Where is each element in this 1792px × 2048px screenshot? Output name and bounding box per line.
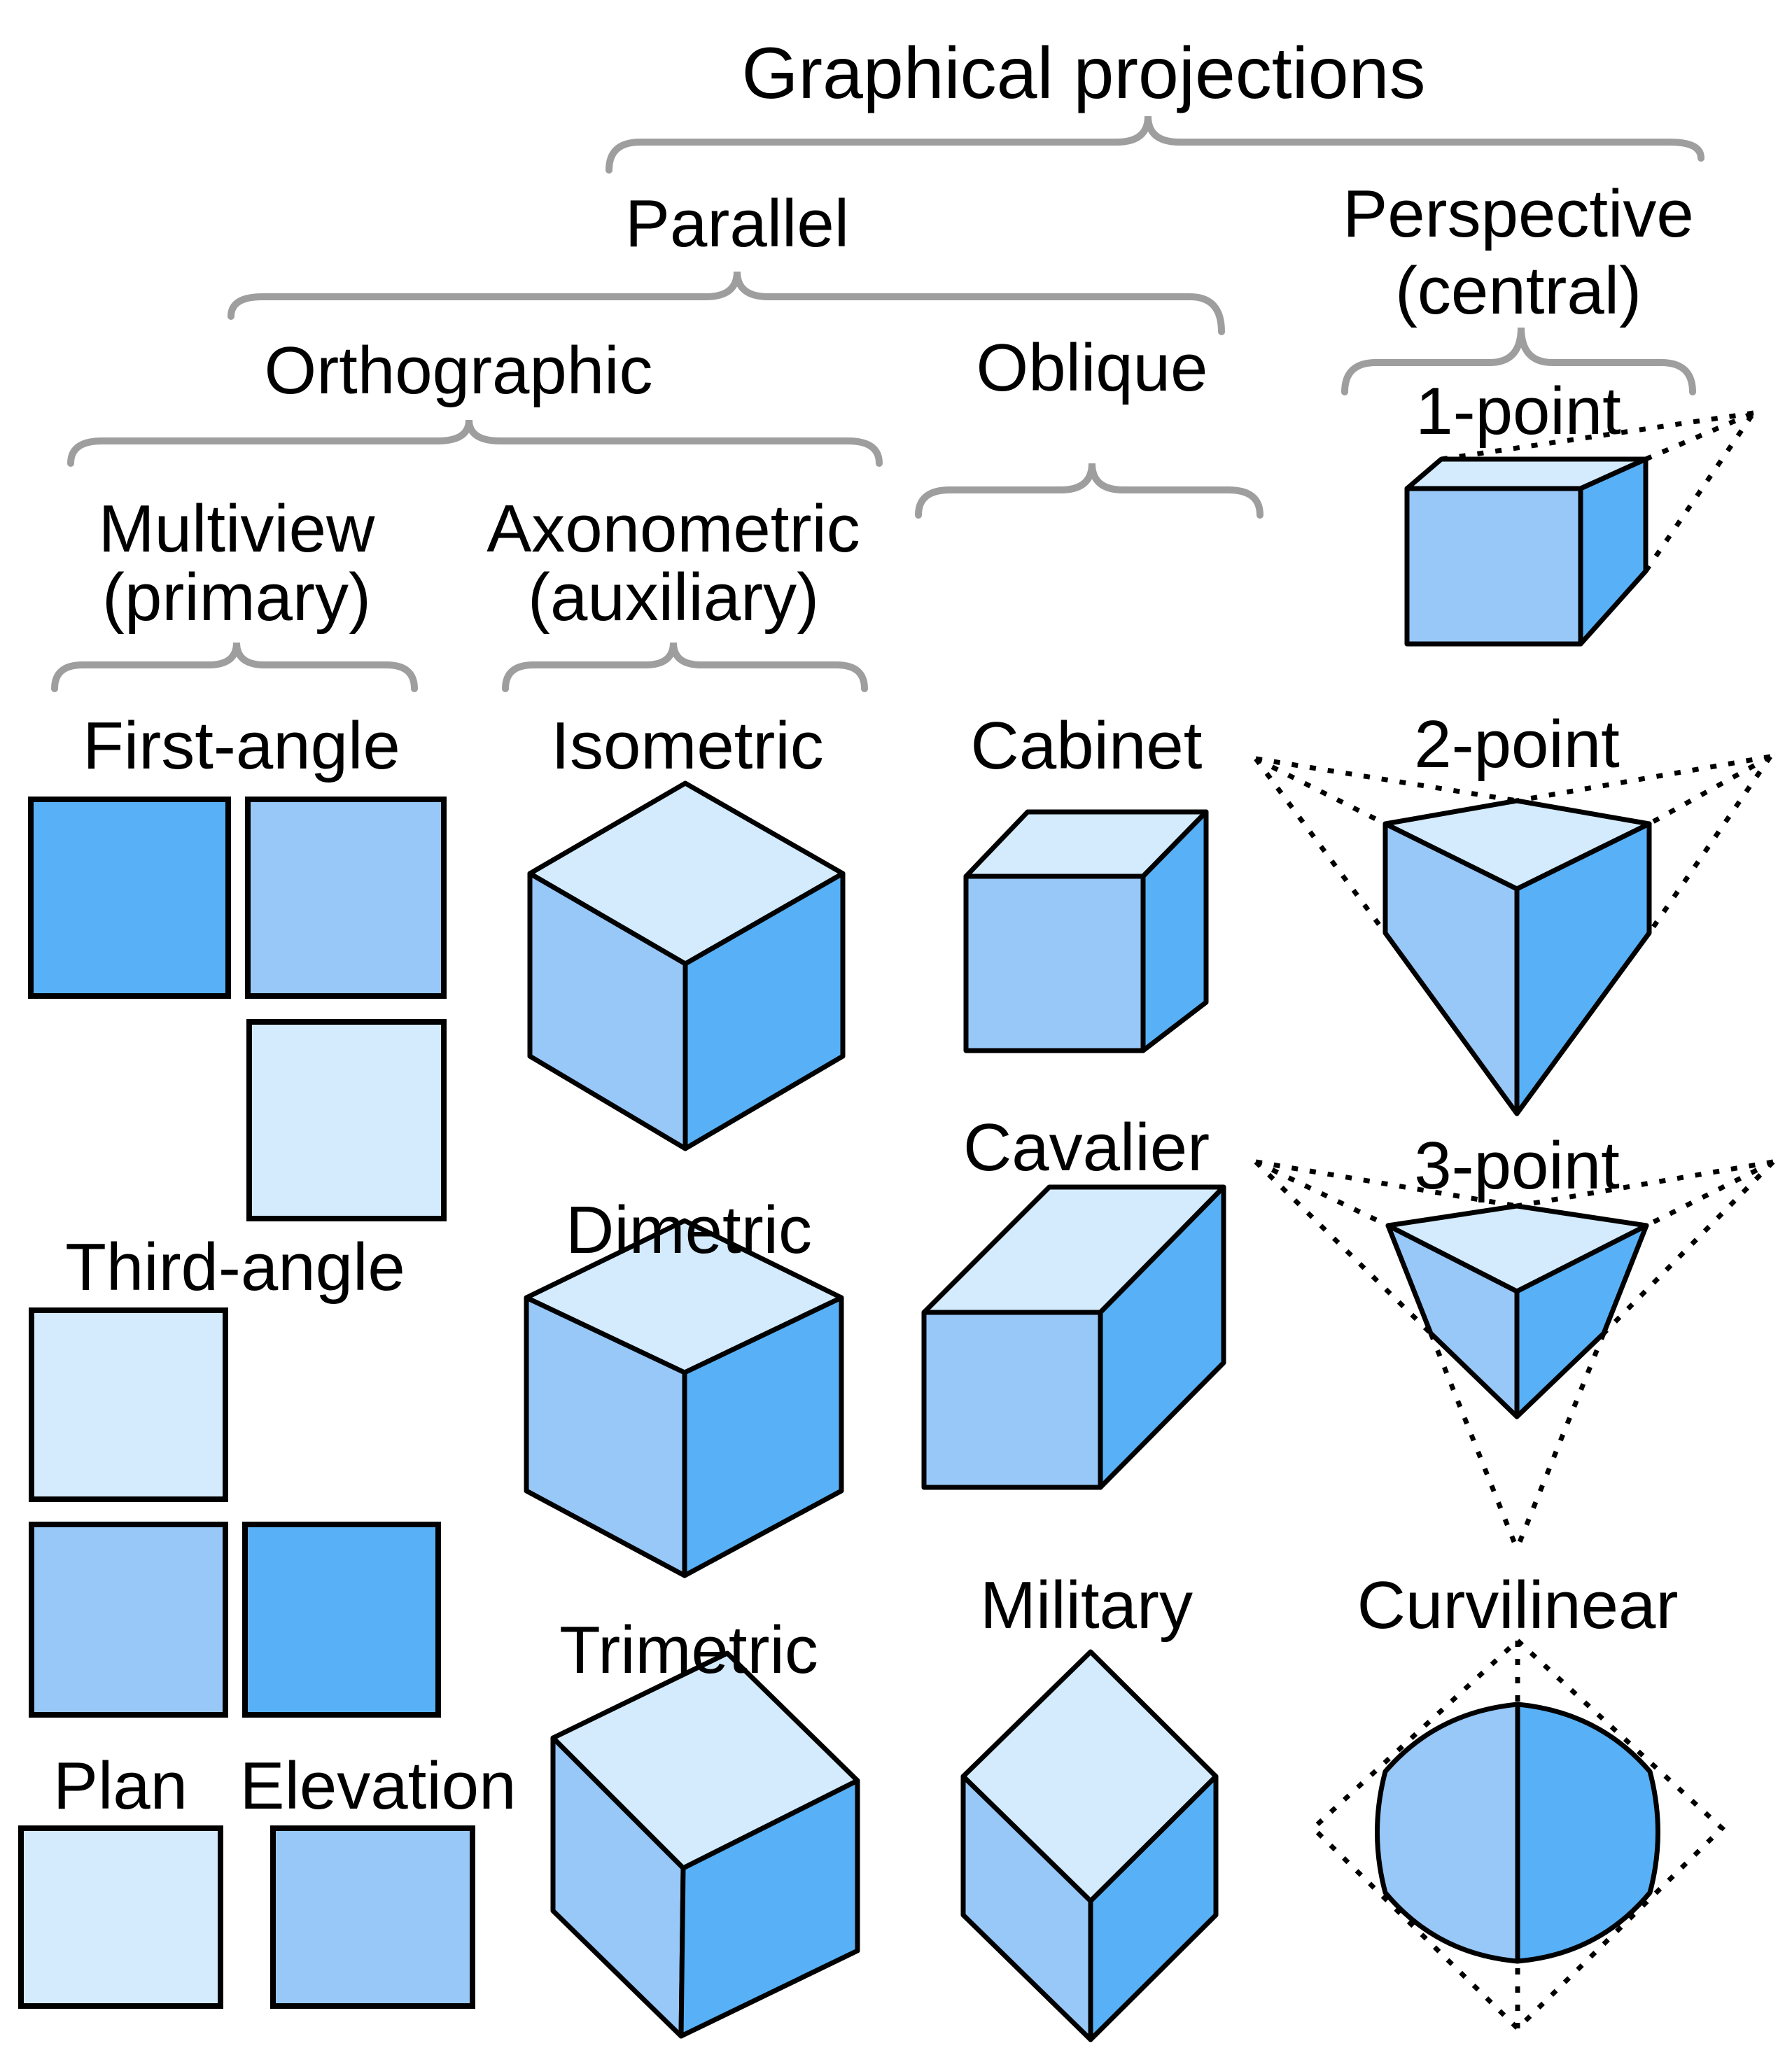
one-point-cube-side-face [1578, 456, 1648, 647]
label-axonometric: Axonometric [486, 491, 860, 566]
label-cavalier: Cavalier [963, 1110, 1210, 1185]
vanishing-line [1254, 1159, 1390, 1228]
two-point-cube [1382, 798, 1652, 1116]
label-cabinet: Cabinet [971, 708, 1203, 783]
cavalier-cube [921, 1184, 1226, 1490]
vanishing-line [1644, 412, 1756, 573]
elevation-view [270, 1825, 475, 2009]
vanishing-line [1516, 1159, 1774, 1209]
vanishing-line [1644, 410, 1755, 462]
curvilinear-guide-diamond [1309, 1637, 1726, 2032]
diagram-title: Graphical projections [742, 33, 1426, 114]
first-angle-views [28, 797, 447, 1221]
curvilinear-guide-lines [1309, 1637, 1726, 2032]
brace-axonometric [502, 642, 868, 692]
cabinet-cube-front-face [963, 874, 1146, 1053]
label-orthographic: Orthographic [265, 333, 653, 408]
vanishing-line [1516, 754, 1771, 804]
cabinet-cube [963, 809, 1209, 1053]
vanishing-line [1602, 1160, 1775, 1335]
first-angle-front-view [28, 797, 231, 999]
vanishing-line [1647, 755, 1772, 934]
military-cube-right-face [1088, 1774, 1219, 2042]
first-angle-top-view [246, 1019, 447, 1221]
labels: Graphical projections Parallel Perspecti… [53, 33, 1694, 1823]
label-plan: Plan [53, 1748, 188, 1823]
dimetric-cube-right-face [682, 1295, 844, 1578]
vanishing-line [1514, 1332, 1606, 1550]
curvilinear-left-half [1375, 1702, 1520, 1964]
two-point-cube-right-face [1514, 821, 1652, 1116]
label-two-point: 2-point [1414, 707, 1620, 782]
label-trimetric: Trimetric [559, 1613, 818, 1688]
braces [51, 115, 1704, 692]
vanishing-line [1255, 756, 1518, 804]
third-angle-views [29, 1307, 441, 1718]
trimetric-cube [550, 1650, 860, 2039]
three-point-cube [1385, 1203, 1649, 1419]
three-point-cube-right-face [1514, 1223, 1649, 1419]
label-multiview: Multiview [99, 491, 375, 566]
label-first-angle: First-angle [83, 708, 400, 783]
label-dimetric: Dimetric [566, 1193, 812, 1268]
third-angle-side-view [242, 1522, 441, 1718]
plan-view [18, 1825, 223, 2009]
cavalier-cube-side-face [1098, 1184, 1226, 1490]
brace-oblique [915, 463, 1264, 519]
one-point-cube [1404, 456, 1648, 647]
vanishing-line [1645, 1159, 1774, 1228]
curvilinear-right-half [1515, 1702, 1660, 1964]
isometric-cube-right-face [682, 871, 846, 1151]
cavalier-cube-front-face [921, 1310, 1103, 1490]
brace-graphical-projections [606, 115, 1704, 174]
label-three-point: 3-point [1414, 1128, 1620, 1203]
label-military: Military [980, 1568, 1193, 1643]
vanishing-line [1254, 756, 1387, 827]
one-point-vanishing-lines [1441, 410, 1756, 573]
label-perspective-sub: (central) [1395, 253, 1642, 328]
brace-perspective [1341, 327, 1696, 395]
brace-parallel [227, 271, 1225, 335]
label-parallel: Parallel [625, 186, 849, 261]
one-point-cube-front-face [1404, 486, 1583, 647]
curvilinear-figure [1375, 1702, 1660, 1964]
label-one-point: 1-point [1415, 374, 1621, 449]
label-multiview-sub: (primary) [102, 560, 371, 635]
vanishing-line [1255, 1159, 1518, 1209]
dimetric-cube [524, 1218, 844, 1578]
isometric-cube [527, 780, 846, 1151]
vanishing-line [1648, 754, 1772, 827]
label-oblique: Oblique [976, 330, 1208, 405]
label-axonometric-sub: (auxiliary) [528, 560, 819, 635]
three-point-vanishing-lines [1254, 1159, 1775, 1550]
vanishing-line [1254, 757, 1387, 935]
brace-multiview [51, 642, 418, 692]
label-third-angle: Third-angle [65, 1230, 405, 1305]
third-angle-front-view [29, 1522, 228, 1718]
brace-orthographic [67, 419, 883, 467]
cabinet-cube-side-face [1140, 809, 1209, 1053]
label-isometric: Isometric [551, 708, 823, 783]
two-point-vanishing-lines [1254, 754, 1772, 935]
trimetric-cube-right-face [678, 1778, 860, 2039]
label-elevation: Elevation [240, 1748, 517, 1823]
vanishing-line [1254, 1160, 1433, 1335]
third-angle-top-view [29, 1307, 228, 1502]
first-angle-side-view [245, 797, 447, 999]
vanishing-line [1428, 1332, 1520, 1550]
military-cube [960, 1649, 1219, 2042]
label-curvilinear: Curvilinear [1357, 1568, 1679, 1643]
label-perspective: Perspective [1343, 176, 1694, 251]
plan-elevation-views [18, 1825, 475, 2009]
